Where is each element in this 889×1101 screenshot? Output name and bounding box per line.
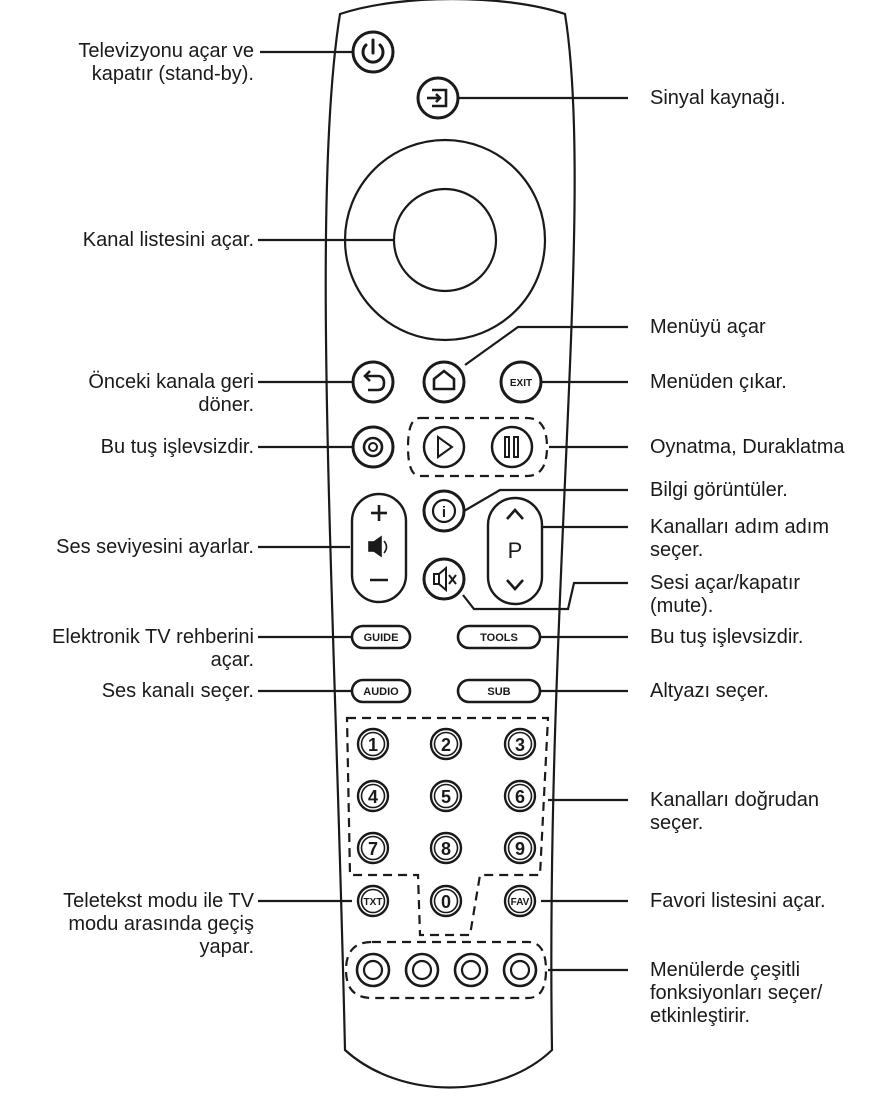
remote-body bbox=[324, 0, 576, 1089]
home-button[interactable] bbox=[422, 360, 466, 404]
ok-button bbox=[392, 187, 498, 293]
source-icon bbox=[427, 88, 448, 108]
digit-button[interactable]: 2 bbox=[429, 727, 463, 761]
volume-rocker[interactable] bbox=[350, 492, 408, 604]
digit-group bbox=[345, 716, 550, 937]
digit-label: 9 bbox=[515, 839, 525, 859]
digit-label: 4 bbox=[368, 787, 378, 807]
exit-label: EXIT bbox=[510, 378, 532, 389]
digit-button[interactable]: 8 bbox=[429, 831, 463, 865]
color-key-group bbox=[344, 940, 548, 1000]
mute-icon bbox=[433, 565, 457, 593]
label-favorites: Favori listesini açar. bbox=[650, 890, 826, 912]
label-menu: Menüyü açar bbox=[650, 316, 766, 338]
label-color-keys: Menülerde çeşitli fonksiyonları seçer/ e… bbox=[650, 959, 823, 1027]
info-icon: i bbox=[442, 504, 446, 521]
digit-button[interactable]: 9 bbox=[503, 831, 537, 865]
digit-label: 0 bbox=[441, 892, 451, 912]
color-keys bbox=[355, 952, 538, 988]
ring-icon bbox=[362, 436, 384, 458]
digit-button[interactable]: 7 bbox=[356, 831, 390, 865]
digit-label: 6 bbox=[515, 787, 525, 807]
digit-keys: 1 2 3 4 5 6 7 8 9 0 bbox=[356, 727, 537, 918]
tools-label: TOOLS bbox=[480, 632, 518, 644]
label-disabled-1: Bu tuş işlevsizdir. bbox=[100, 436, 254, 458]
label-disabled-2: Bu tuş işlevsizdir. bbox=[650, 626, 804, 648]
digit-button[interactable]: 6 bbox=[503, 779, 537, 813]
label-audio: Ses kanalı seçer. bbox=[101, 680, 254, 702]
mute-button[interactable] bbox=[422, 557, 466, 601]
digit-label: 1 bbox=[368, 735, 378, 755]
sub-label: SUB bbox=[487, 686, 510, 698]
digit-button[interactable]: 1 bbox=[356, 727, 390, 761]
guide-button[interactable]: GUIDE bbox=[350, 624, 412, 650]
chevron-up-icon bbox=[506, 508, 524, 520]
play-icon bbox=[437, 435, 454, 459]
label-info: Bilgi görüntüler. bbox=[650, 479, 788, 501]
label-mute: Sesi açar/kapatır (mute). bbox=[650, 572, 801, 617]
pause-button[interactable] bbox=[490, 425, 534, 469]
fav-label: FAV bbox=[511, 897, 530, 908]
guide-label: GUIDE bbox=[364, 632, 399, 644]
digit-button[interactable]: 5 bbox=[429, 779, 463, 813]
digit-label: 7 bbox=[368, 839, 378, 859]
callout-lines bbox=[258, 50, 628, 972]
audio-button[interactable]: AUDIO bbox=[350, 678, 412, 704]
channel-p-label: P bbox=[508, 538, 523, 563]
digit-label: 2 bbox=[441, 735, 451, 755]
exit-button[interactable]: EXIT bbox=[499, 360, 543, 404]
digit-label: 5 bbox=[441, 787, 451, 807]
chevron-down-icon bbox=[506, 579, 524, 591]
label-volume: Ses seviyesini ayarlar. bbox=[56, 536, 254, 558]
label-subtitle: Altyazı seçer. bbox=[650, 680, 769, 702]
playback-group bbox=[406, 416, 549, 478]
color-key-button[interactable] bbox=[502, 952, 538, 988]
label-direct-channel: Kanalları doğrudan seçer. bbox=[650, 789, 820, 834]
label-exit: Menüden çıkar. bbox=[650, 371, 787, 393]
channel-rocker[interactable]: P bbox=[486, 496, 544, 606]
back-button[interactable] bbox=[351, 360, 395, 404]
label-back: Önceki kanala geri döner. bbox=[88, 371, 254, 416]
power-button[interactable] bbox=[351, 30, 395, 74]
label-source: Sinyal kaynağı. bbox=[650, 87, 786, 109]
label-power: Televizyonu açar ve kapatır (stand-by). bbox=[78, 40, 254, 85]
color-key-button[interactable] bbox=[404, 952, 440, 988]
unused-button[interactable] bbox=[351, 425, 395, 469]
digit-button[interactable]: 4 bbox=[356, 779, 390, 813]
color-key-button[interactable] bbox=[355, 952, 391, 988]
txt-button[interactable]: TXT bbox=[356, 884, 390, 918]
source-button[interactable] bbox=[416, 76, 460, 120]
txt-label: TXT bbox=[364, 897, 383, 908]
home-icon bbox=[432, 369, 456, 391]
digit-label: 8 bbox=[441, 839, 451, 859]
power-icon bbox=[361, 38, 385, 64]
info-button[interactable]: i bbox=[422, 489, 466, 533]
label-play-pause: Oynatma, Duraklatma bbox=[650, 436, 845, 458]
label-channel-list: Kanal listesini açar. bbox=[82, 229, 254, 251]
digit-button[interactable]: 3 bbox=[503, 727, 537, 761]
play-button[interactable] bbox=[422, 425, 466, 469]
color-key-button[interactable] bbox=[453, 952, 489, 988]
label-guide: Elektronik TV rehberini açar. bbox=[52, 626, 254, 671]
volume-icon bbox=[368, 535, 388, 558]
back-icon bbox=[363, 370, 386, 392]
fav-button[interactable]: FAV bbox=[503, 884, 537, 918]
pause-icon bbox=[504, 436, 519, 458]
tools-button[interactable]: TOOLS bbox=[456, 624, 542, 650]
audio-label: AUDIO bbox=[363, 686, 399, 698]
label-teletext: Teletekst modu ile TV modu arasında geçi… bbox=[63, 890, 254, 958]
sub-button[interactable]: SUB bbox=[456, 678, 542, 704]
digit-button[interactable]: 0 bbox=[429, 884, 463, 918]
digit-label: 3 bbox=[515, 735, 525, 755]
label-channel-step: Kanalları adım adım seçer. bbox=[650, 516, 829, 561]
